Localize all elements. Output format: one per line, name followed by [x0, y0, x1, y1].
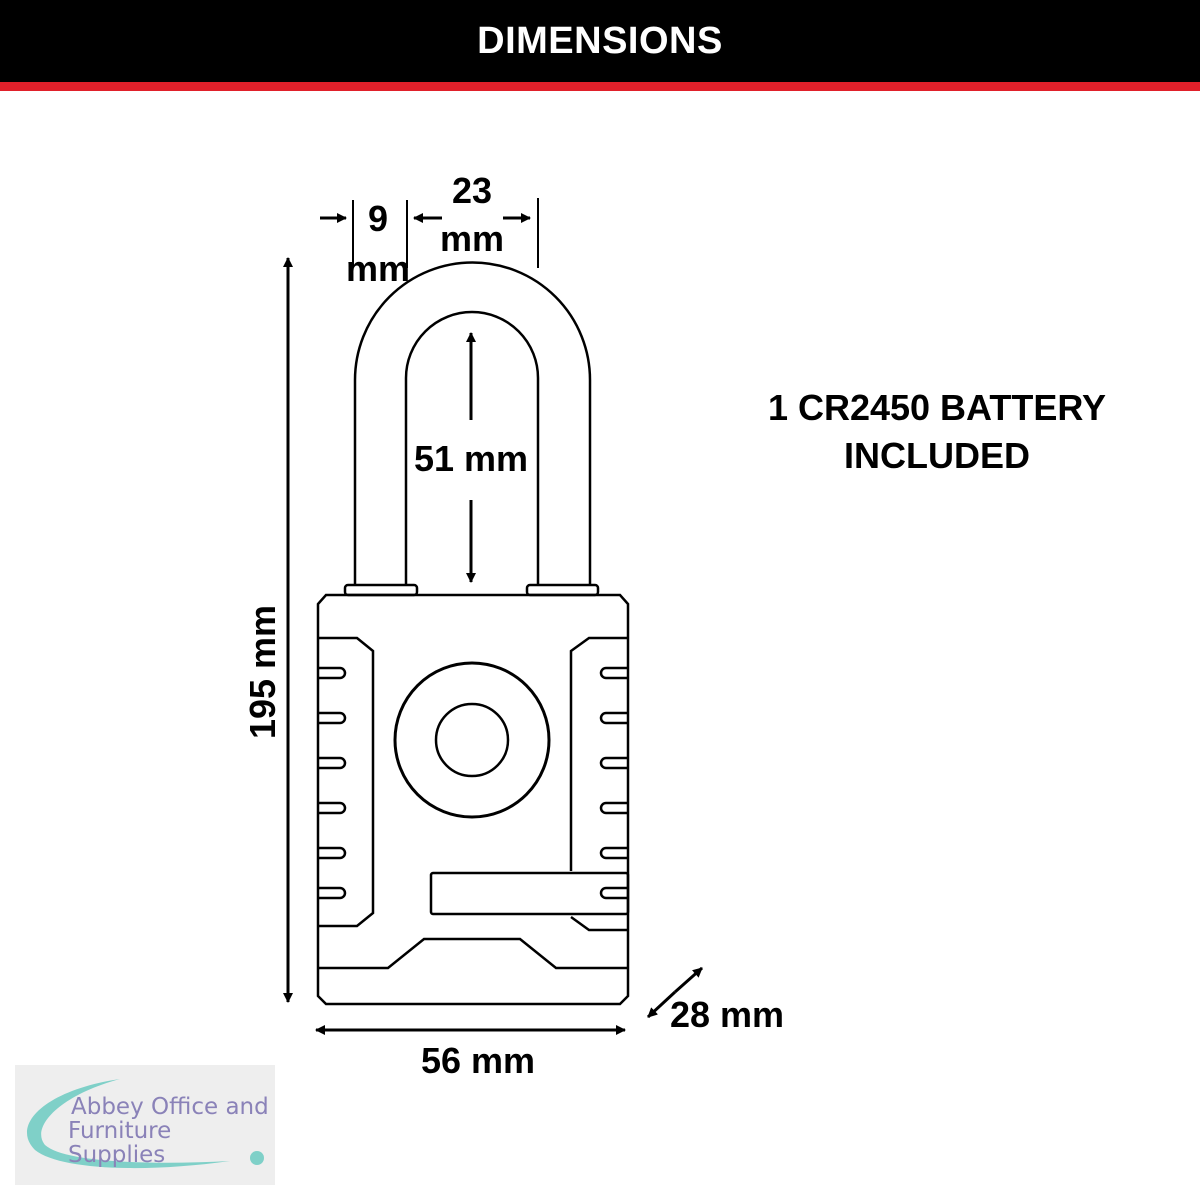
header-bar: DIMENSIONS — [0, 0, 1200, 82]
battery-note-line2: INCLUDED — [844, 435, 1030, 476]
body-depth-label: 28 mm — [670, 994, 784, 1035]
shackle-collar-right — [525, 583, 600, 597]
body-width-label: 56 mm — [421, 1040, 535, 1081]
lock-body — [316, 593, 630, 1006]
total-height-label: 195 mm — [242, 605, 283, 739]
dimension-lines — [283, 198, 703, 1035]
depth-arrow — [646, 990, 677, 1019]
dial-outer-ring — [393, 661, 551, 819]
base-bevel — [318, 937, 628, 970]
shackle — [353, 261, 592, 585]
company-logo: Abbey Office and Furniture Supplies — [15, 1065, 275, 1185]
right-grip — [569, 636, 628, 932]
left-grip — [318, 636, 375, 928]
shackle-thickness-unit: mm — [346, 248, 410, 289]
page-title: DIMENSIONS — [477, 19, 723, 62]
shackle-collar-left — [343, 583, 419, 597]
dimension-labels: 9 mm 23 mm 51 mm 195 mm 56 mm 28 mm 1 CR… — [242, 170, 1106, 1081]
shackle-thickness-value: 9 — [368, 198, 388, 239]
battery-note-line1: 1 CR2450 BATTERY — [768, 387, 1106, 428]
shackle-width-ticks — [352, 198, 539, 268]
dial-button — [434, 702, 510, 778]
shackle-width-unit: mm — [440, 218, 504, 259]
shackle-clearance-label: 51 mm — [414, 438, 528, 479]
logo-line2: Furniture Supplies — [68, 1118, 172, 1168]
padlock-drawing — [316, 261, 630, 1006]
logo-line1: Abbey Office and — [71, 1094, 269, 1120]
right-grip-slots — [599, 666, 628, 900]
accent-divider — [0, 82, 1200, 91]
left-grip-slots — [318, 666, 347, 900]
battery-cover — [429, 871, 630, 916]
shackle-width-value: 23 — [452, 170, 492, 211]
logo-swoosh-icon — [26, 1079, 264, 1169]
